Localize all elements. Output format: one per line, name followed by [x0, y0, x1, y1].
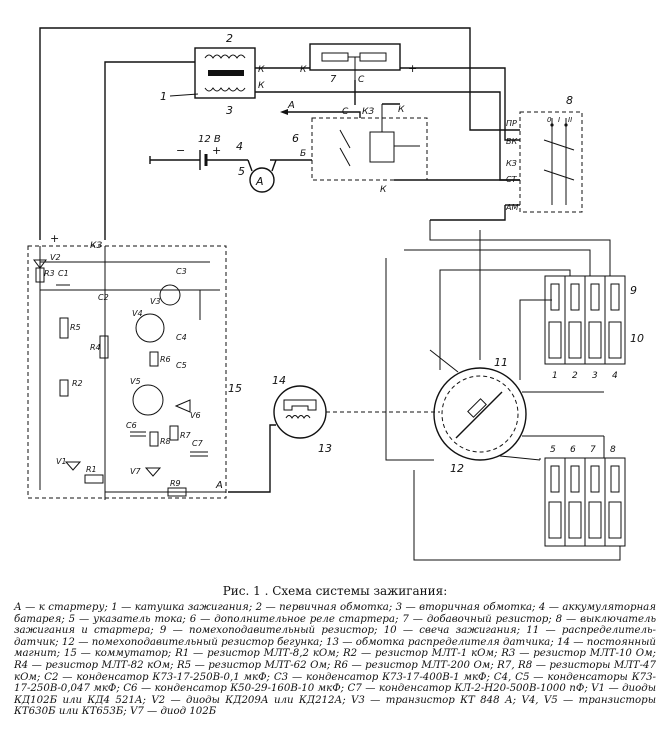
label-r1: R1: [86, 465, 97, 474]
battery-minus: −: [176, 144, 185, 157]
ballast-resistor: [309, 43, 401, 80]
label-15: 15: [228, 382, 242, 395]
switch-pos-2: II: [568, 116, 572, 124]
switch-terminal-k3: КЗ: [506, 159, 517, 168]
switch-terminal-am: АМ: [505, 203, 518, 212]
label-r2: R2: [72, 379, 83, 388]
label-v5: V5: [130, 377, 141, 386]
label-v4: V4: [132, 309, 143, 318]
label-r6: R6: [160, 355, 171, 364]
commutator-terminal-plus: +: [50, 232, 59, 245]
label-r3: R3: [44, 269, 55, 278]
label-v3: V3: [150, 297, 161, 306]
label-v2: V2: [50, 253, 61, 262]
label-r8: R8: [160, 437, 171, 446]
label-r4: R4: [90, 343, 101, 352]
label-5: 5: [238, 165, 245, 178]
battery-plus: +: [212, 144, 221, 157]
label-r5: R5: [70, 323, 81, 332]
coil-terminal-k: К: [258, 65, 265, 75]
label-c1: C1: [58, 269, 69, 278]
label-8: 8: [566, 94, 573, 107]
switch-terminal-st: СТ: [506, 175, 518, 184]
relay-terminal-b: Б: [300, 149, 306, 159]
label-c3: C3: [176, 267, 187, 276]
switch-pos-1: I: [558, 116, 560, 124]
relay-terminal-c: С: [342, 107, 349, 117]
label-r9: R9: [170, 479, 181, 488]
label-c2: C2: [98, 293, 109, 302]
label-v6: V6: [190, 411, 201, 420]
battery-voltage: 12 В: [198, 134, 221, 145]
plug-1: 1: [552, 371, 558, 381]
plug-8: 8: [610, 445, 616, 455]
battery: [149, 150, 248, 170]
label-2: 2: [226, 32, 233, 45]
label-v7: V7: [130, 467, 141, 476]
plug-5: 5: [550, 445, 556, 455]
label-6: 6: [292, 132, 299, 145]
relay-terminal-k3: КЗ: [362, 107, 374, 117]
figure-legend: А — к стартеру; 1 — катушка зажигания; 2…: [14, 602, 656, 718]
plug-3: 3: [592, 371, 598, 381]
starter-relay: [311, 104, 428, 181]
ignition-circuit-diagram: 2 1 3 К К К 7 С + А С КЗ К К Б 6: [27, 27, 644, 561]
label-c4: C4: [176, 333, 187, 342]
ammeter: А: [247, 159, 277, 193]
switch-pos-0: 0: [547, 116, 552, 124]
label-r7: R7: [180, 431, 192, 440]
label-11: 11: [494, 356, 508, 369]
switch-terminal-pr: ПР: [506, 119, 517, 128]
plug-4: 4: [612, 371, 618, 381]
label-13: 13: [318, 442, 332, 455]
ignition-coil: [169, 47, 256, 99]
distributor-sensor: [273, 385, 440, 439]
relay-terminal-k-top: К: [398, 105, 405, 115]
label-3: 3: [226, 104, 233, 117]
ignition-switch: [519, 111, 583, 213]
relay-arrow-a: А: [287, 100, 295, 111]
label-10: 10: [630, 332, 644, 345]
plug-6: 6: [570, 445, 576, 455]
label-v1: V1: [56, 457, 67, 466]
distributor: [429, 230, 604, 461]
spark-plugs-top: [544, 275, 626, 365]
switch-terminal-vk: ВК: [506, 137, 517, 146]
plug-7: 7: [590, 445, 596, 455]
commutator-terminal-k3: КЗ: [90, 241, 102, 251]
coil-terminal-k2: К: [258, 81, 265, 91]
ammeter-symbol: А: [255, 175, 264, 188]
commutator: [27, 245, 227, 500]
label-c6: C6: [126, 421, 137, 430]
label-1: 1: [160, 90, 167, 103]
label-9: 9: [630, 284, 637, 297]
label-14: 14: [272, 374, 286, 387]
commutator-terminal-a: А: [215, 480, 223, 491]
label-7: 7: [330, 74, 337, 85]
label-c5: C5: [176, 361, 187, 370]
label-4: 4: [236, 140, 243, 153]
resistor-terminal-k: К: [300, 65, 307, 75]
spark-plugs-bottom: [544, 457, 626, 547]
resistor-terminal-c: С: [358, 75, 365, 85]
plug-2: 2: [572, 371, 578, 381]
label-12: 12: [450, 462, 464, 475]
label-c7: C7: [192, 439, 204, 448]
figure-title: Рис. 1 . Схема системы зажигания:: [222, 584, 448, 598]
relay-terminal-k-bottom: К: [380, 185, 387, 195]
